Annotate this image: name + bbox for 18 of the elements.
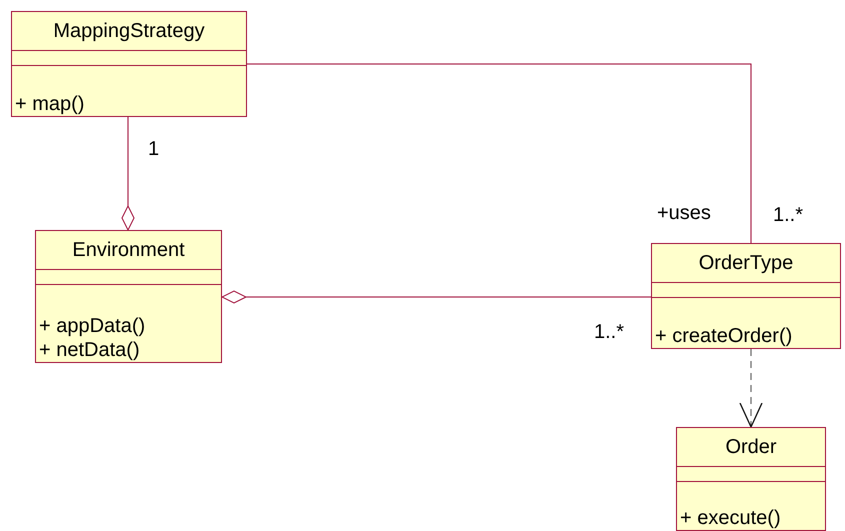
method-text: + map() (15, 92, 86, 116)
aggregation-line (122, 116, 134, 230)
method-text: + createOrder() (655, 324, 794, 348)
class-name: MappingStrategy (53, 19, 205, 43)
class-name: Order (725, 435, 777, 459)
aggregation-line (222, 290, 652, 304)
class-box (11, 11, 247, 117)
method-text: + execute() (680, 506, 782, 530)
class-box (35, 230, 222, 363)
method-text: + netData() (39, 338, 141, 362)
class-box (651, 243, 841, 349)
multiplicity-label: 1..* (773, 203, 804, 227)
class-name: Environment (72, 238, 185, 262)
class-box (676, 427, 826, 531)
class-name: OrderType (698, 251, 794, 275)
method-text: + appData() (39, 314, 146, 338)
dependency-arrow (739, 348, 763, 428)
association-line (246, 64, 752, 244)
